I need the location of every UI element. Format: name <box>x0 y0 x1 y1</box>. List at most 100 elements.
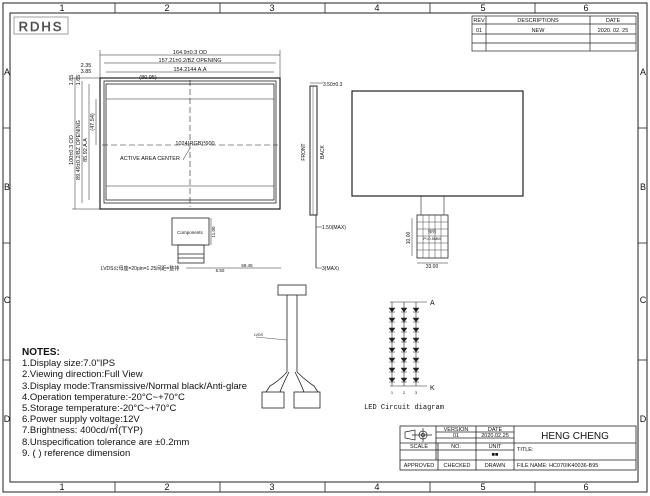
col-label-4-bottom: 4 <box>374 482 379 492</box>
fpc-dim-2: 69.45 <box>241 263 253 268</box>
back-label: BACK <box>320 145 326 159</box>
col-label-6: 6 <box>583 3 588 13</box>
rohs-text: RDHS <box>19 19 64 34</box>
desc-header: DESCRIPTIONS <box>517 18 559 24</box>
led-diode-icon <box>400 357 408 363</box>
row-label-d: D <box>4 414 11 424</box>
note-item: 9. ( ) reference dimension <box>22 447 131 459</box>
conn-width-label: 33.00 <box>426 264 439 270</box>
note-item: 5.Storage temperature:-20°C~+70°C <box>22 403 177 415</box>
led-pin-2: 2 <box>403 390 406 395</box>
note-item: 4.Operation temperature:-20°C~+70°C <box>22 391 185 403</box>
led-diode-icon <box>400 377 408 383</box>
left-dim-4: 1.65 <box>76 75 82 86</box>
led-diode-array <box>388 307 420 383</box>
col-label-3: 3 <box>269 3 274 13</box>
led-diode-icon <box>388 347 396 353</box>
led-diode-icon <box>388 307 396 313</box>
od-width-label: 164.9±0.3 OD <box>173 50 207 56</box>
front-label: FRONT <box>301 143 307 160</box>
approved-label: APPROVED <box>404 463 435 469</box>
dim-max-1: 1.50(MAX) <box>322 225 346 231</box>
title-label: TITLE: <box>517 447 534 453</box>
rev-header: REV <box>473 18 485 24</box>
company-name: HENG CHENG <box>541 431 609 442</box>
row-label-c-right: C <box>640 295 647 305</box>
front-view <box>99 77 281 210</box>
row-label-b: B <box>4 182 10 192</box>
led-diode-icon <box>388 317 396 323</box>
col-label-4: 4 <box>374 3 379 13</box>
led-diode-icon <box>400 337 408 343</box>
col-label-5-bottom: 5 <box>480 482 485 492</box>
col-label-2-bottom: 2 <box>164 482 169 492</box>
led-diode-icon <box>412 347 420 353</box>
led-diode-icon <box>388 377 396 383</box>
led-diode-icon <box>400 347 408 353</box>
note-item: 3.Display mode:Transmissive/Normal black… <box>22 380 248 392</box>
note-item: 6.Power supply voltage:12V <box>22 414 140 426</box>
date-value-block: 2020.02.25 <box>481 433 509 439</box>
notes-section: NOTES: 1.Display size:7.0"IPS 2.Viewing … <box>22 347 247 459</box>
no-label: NO. <box>451 444 461 450</box>
led-diode-icon <box>412 327 420 333</box>
led-circuit <box>390 301 427 387</box>
col-label-5: 5 <box>480 3 485 13</box>
rev-value: 01 <box>476 28 482 34</box>
note-item: 1.Display size:7.0"IPS <box>22 358 116 370</box>
left-dim-3: 1.85 <box>69 75 75 86</box>
led-diode-icon <box>412 337 420 343</box>
opening-width-label: 157.21±0.2/BZ OPENING <box>159 58 222 64</box>
row-label-a: A <box>4 67 10 77</box>
notes-heading: NOTES: <box>22 347 60 358</box>
note-item: 8.Unspecification tolerance are ±0.2mm <box>22 436 190 448</box>
center-leader <box>182 147 191 161</box>
led-diode-icon <box>412 377 420 383</box>
version-value: 01 <box>453 433 459 439</box>
title-block <box>399 425 637 471</box>
fpc-dim-1: 6.50 <box>216 268 225 273</box>
inner-frame <box>9 12 639 483</box>
grid-ticks <box>3 3 647 492</box>
aa-width-label: 154.2144 A.A <box>173 67 206 73</box>
left-dim-2: 3.85 <box>81 69 92 75</box>
od-height-label: 100±0.3 OD <box>69 135 75 165</box>
revision-table <box>471 15 637 52</box>
led-diode-icon <box>388 337 396 343</box>
anode-label: A <box>430 300 435 307</box>
scale-label: SCALE <box>410 444 428 450</box>
led-diode-icon <box>388 357 396 363</box>
lvds-cable <box>255 284 321 409</box>
cathode-label: K <box>430 385 435 392</box>
back-view <box>351 90 524 264</box>
conn-height-label: 10.00 <box>406 232 412 245</box>
led-caption: LED Circuit diagram <box>364 404 444 412</box>
dim-max-2: 3(MAX) <box>322 266 339 272</box>
resolution-label: 1024(RGB)*600 <box>175 141 214 147</box>
side-view <box>309 82 323 269</box>
led-diode-icon <box>400 307 408 313</box>
desc-value: NEW <box>532 28 546 34</box>
led-diode-icon <box>412 317 420 323</box>
led-diode-icon <box>400 327 408 333</box>
conn-label-2: P=0.5MM <box>423 236 440 241</box>
left-dim-1: 2.35 <box>81 63 92 69</box>
date-header: DATE <box>606 18 621 24</box>
date-label: DATE <box>488 427 503 433</box>
inner-height-label: (47.54) <box>90 113 96 131</box>
led-pin-3: 3 <box>415 390 418 395</box>
row-label-c: C <box>4 295 11 305</box>
aa-height-label: 85.92 A.A <box>83 138 89 162</box>
row-label-b-right: B <box>640 182 646 192</box>
led-diode-icon <box>388 367 396 373</box>
file-name: FILE NAME: HC070IK40036-B95 <box>517 463 598 469</box>
checked-label: CHECKED <box>444 463 471 469</box>
col-label-3-bottom: 3 <box>269 482 274 492</box>
led-diode-icon <box>412 307 420 313</box>
fpc-height-label: 11.00 <box>211 226 216 237</box>
row-label-d-right: D <box>640 414 647 424</box>
lvds-note: LVDS公母座=20pin=1.25间距=整排 <box>101 265 179 272</box>
rohs-stamp <box>13 16 69 35</box>
thickness-label: 3.50±0.3 <box>323 82 343 88</box>
